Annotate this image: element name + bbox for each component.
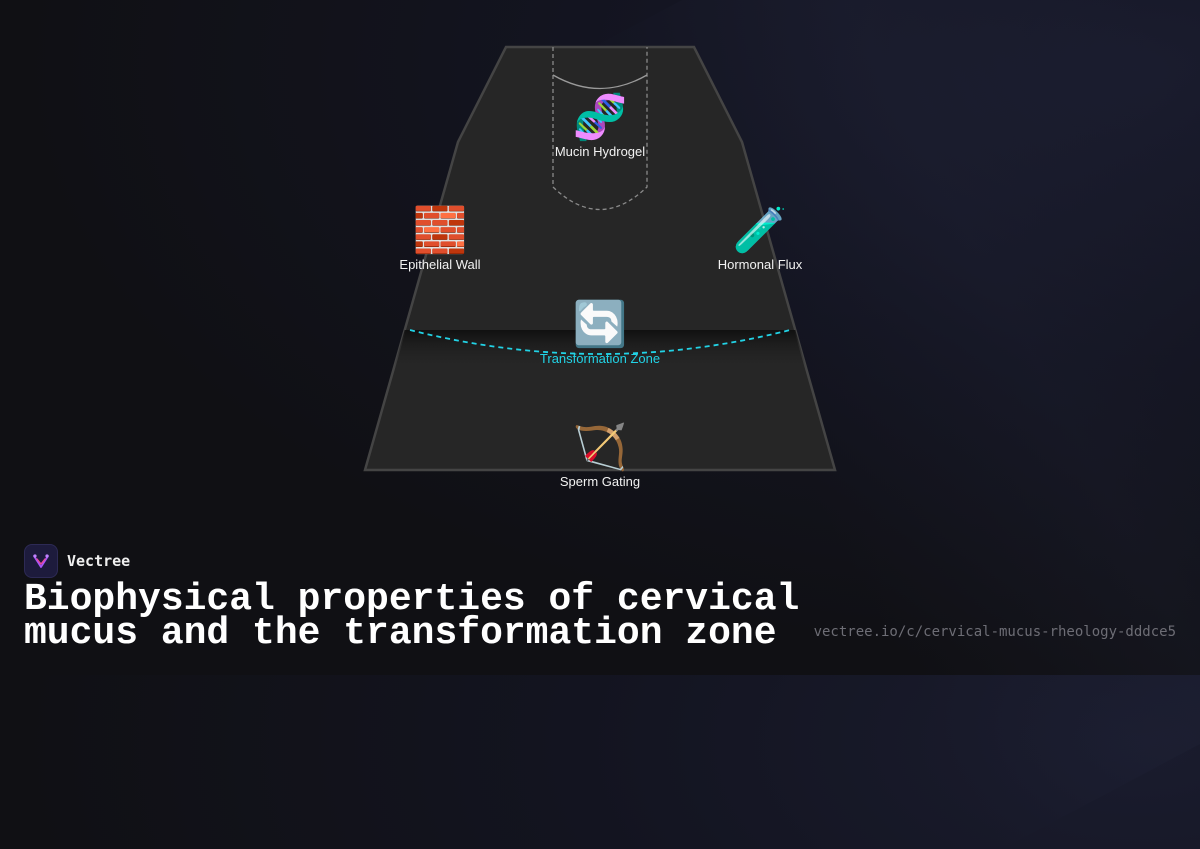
- node-label: Hormonal Flux: [717, 257, 803, 272]
- node-hormonal-flux: 🧪 Hormonal Flux: [660, 205, 860, 273]
- brand-name: Vectree: [67, 552, 131, 570]
- node-label: Epithelial Wall: [399, 257, 481, 272]
- transformation-zone-line: [409, 329, 791, 355]
- page-title: Biophysical properties of cervical mucus…: [24, 578, 800, 655]
- test-tube-icon: 🧪: [732, 205, 788, 256]
- bow-and-arrow-icon: 🏹: [572, 422, 628, 473]
- node-epithelial-wall: 🧱 Epithelial Wall: [340, 205, 540, 273]
- cervical-canal: [552, 47, 648, 210]
- node-sperm-gating: 🏹 Sperm Gating: [500, 422, 700, 490]
- source-url[interactable]: vectree.io/c/cervical-mucus-rheology-ddd…: [813, 624, 1176, 640]
- node-transformation-zone: 🔄 Transformation Zone: [500, 299, 700, 367]
- brick-icon: 🧱: [412, 205, 468, 256]
- cycle-arrows-icon: 🔄: [572, 299, 628, 350]
- dna-icon: 🧬: [572, 92, 628, 143]
- cervix-diagram: [363, 45, 837, 472]
- node-label: Sperm Gating: [559, 474, 641, 489]
- brand: Vectree: [24, 544, 130, 578]
- node-mucin-hydrogel: 🧬 Mucin Hydrogel: [500, 92, 700, 160]
- node-label: Mucin Hydrogel: [554, 144, 646, 159]
- node-label: Transformation Zone: [539, 351, 661, 366]
- transformation-band: [365, 330, 835, 370]
- vectree-logo-icon: [24, 544, 58, 578]
